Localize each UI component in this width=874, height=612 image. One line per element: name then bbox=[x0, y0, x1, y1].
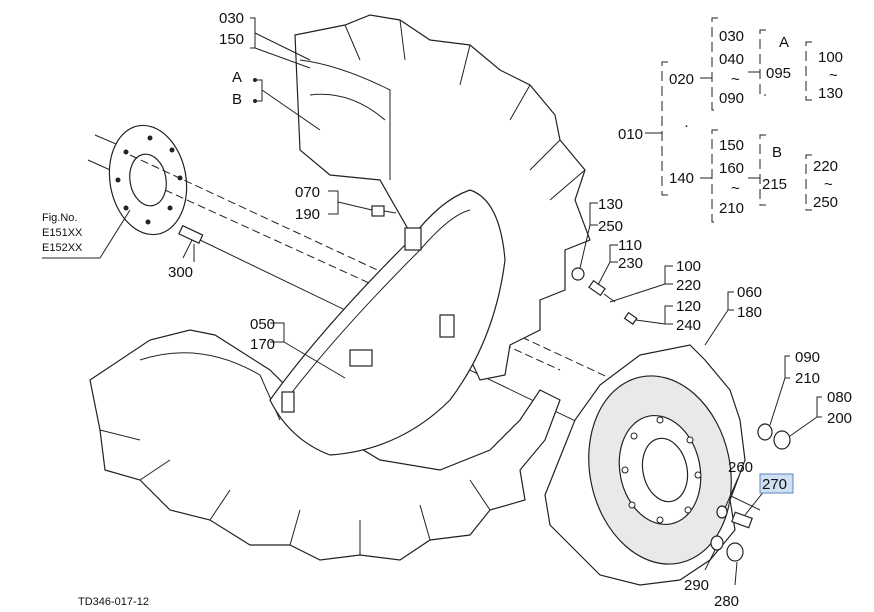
callout-290[interactable]: 290 bbox=[684, 577, 709, 594]
fasteners-right bbox=[710, 423, 791, 562]
callout-220[interactable]: 220 bbox=[676, 277, 701, 294]
tree-b250[interactable]: 250 bbox=[813, 194, 838, 211]
figure-reference: Fig.No. E151XX E152XX bbox=[42, 212, 83, 254]
fig-ref-e152xx[interactable]: E152XX bbox=[42, 242, 83, 254]
callout-110[interactable]: 110 bbox=[618, 237, 642, 254]
callout-labels: 030 150 A B 070 190 300 050 170 130 250 … bbox=[168, 10, 852, 610]
tree-b-tilde: ~ bbox=[731, 180, 740, 197]
tree-a-letter: A bbox=[779, 34, 789, 51]
leader-lines bbox=[42, 17, 822, 586]
callout-260[interactable]: 260 bbox=[728, 459, 753, 476]
tree-a-tilde2: ~ bbox=[829, 67, 838, 84]
callout-150[interactable]: 150 bbox=[219, 31, 244, 48]
tree-a090[interactable]: 090 bbox=[719, 90, 744, 107]
callout-180[interactable]: 180 bbox=[737, 304, 762, 321]
tree-b150[interactable]: 150 bbox=[719, 137, 744, 154]
callout-200[interactable]: 200 bbox=[827, 410, 852, 427]
drawing-id: TD346-017-12 bbox=[78, 596, 149, 608]
tree-a095[interactable]: 095 bbox=[766, 65, 791, 82]
rim-band bbox=[269, 189, 506, 456]
callout-050[interactable]: 050 bbox=[250, 316, 275, 333]
tree-b-letter: B bbox=[772, 144, 782, 161]
wheel-disc bbox=[544, 344, 746, 586]
callout-170[interactable]: 170 bbox=[250, 336, 275, 353]
tree-020[interactable]: 020 bbox=[669, 71, 694, 88]
rim-bolt bbox=[371, 205, 397, 217]
tree-a130[interactable]: 130 bbox=[818, 85, 843, 102]
callout-190[interactable]: 190 bbox=[295, 206, 320, 223]
callout-300[interactable]: 300 bbox=[168, 264, 193, 281]
callout-120[interactable]: 120 bbox=[676, 298, 701, 315]
callout-270[interactable]: 270 bbox=[762, 476, 787, 493]
tree-140[interactable]: 140 bbox=[669, 170, 694, 187]
callout-240[interactable]: 240 bbox=[676, 317, 701, 334]
hub-flange bbox=[87, 124, 188, 236]
callout-a: A bbox=[232, 69, 242, 86]
tree-010[interactable]: 010 bbox=[618, 126, 643, 143]
stud-bolt bbox=[178, 224, 204, 262]
tree-dot: · bbox=[684, 117, 689, 134]
tree-a100[interactable]: 100 bbox=[818, 49, 843, 66]
highlight-box-270 bbox=[759, 473, 794, 494]
callout-090[interactable]: 090 bbox=[795, 349, 820, 366]
fig-ref-e151xx[interactable]: E151XX bbox=[42, 227, 83, 239]
part-number-tree: 010 · 020 030 040 ~ 090 A 095 100 ~ 130 … bbox=[618, 17, 843, 223]
tree-b220[interactable]: 220 bbox=[813, 158, 838, 175]
fig-no-label: Fig.No. bbox=[42, 212, 77, 224]
tree-b160[interactable]: 160 bbox=[719, 160, 744, 177]
tree-a030[interactable]: 030 bbox=[719, 28, 744, 45]
tree-b210[interactable]: 210 bbox=[719, 200, 744, 217]
callout-070[interactable]: 070 bbox=[295, 184, 320, 201]
callout-030[interactable]: 030 bbox=[219, 10, 244, 27]
tree-a040[interactable]: 040 bbox=[719, 51, 744, 68]
callout-060[interactable]: 060 bbox=[737, 284, 762, 301]
callout-250[interactable]: 250 bbox=[598, 218, 623, 235]
callout-100[interactable]: 100 bbox=[676, 258, 701, 275]
valve-assembly bbox=[571, 267, 638, 325]
tree-b-tilde2: ~ bbox=[824, 176, 833, 193]
callout-230[interactable]: 230 bbox=[618, 255, 643, 272]
tree-b215[interactable]: 215 bbox=[762, 176, 787, 193]
callout-210[interactable]: 210 bbox=[795, 370, 820, 387]
callout-080[interactable]: 080 bbox=[827, 389, 852, 406]
callout-130[interactable]: 130 bbox=[598, 196, 623, 213]
tree-a-tilde: ~ bbox=[731, 71, 740, 88]
callout-280[interactable]: 280 bbox=[714, 593, 739, 610]
callout-b: B bbox=[232, 91, 242, 108]
